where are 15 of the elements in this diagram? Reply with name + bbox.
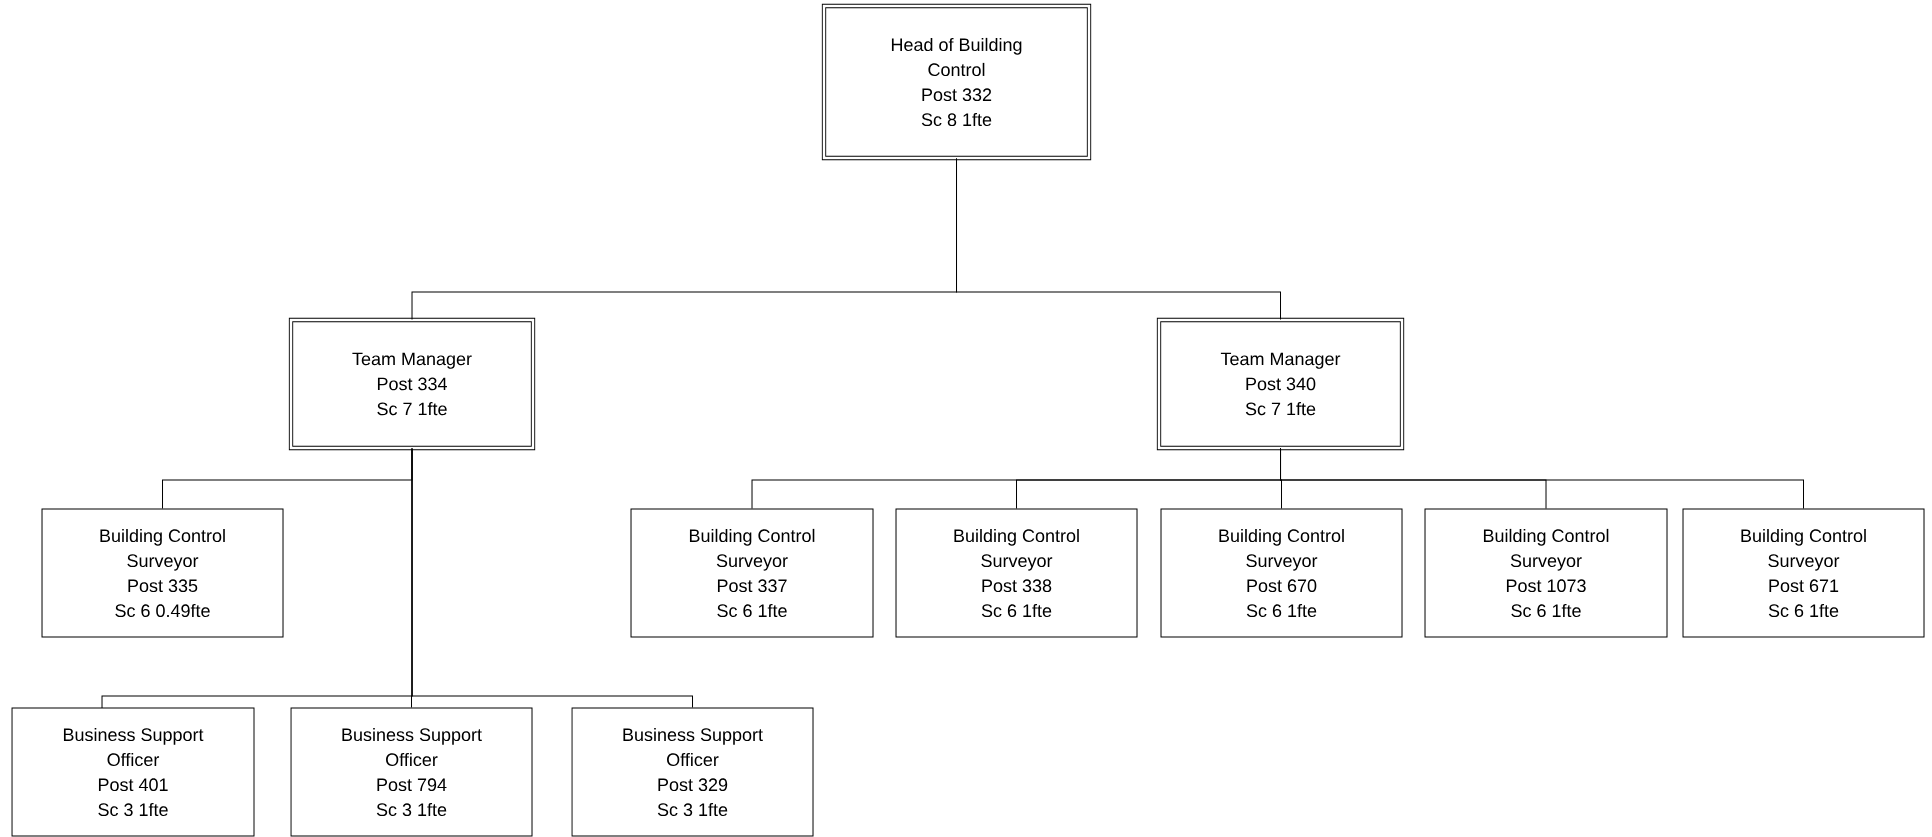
post-box: Head of Building Control Post 332 Sc 8 1fte: [821, 3, 1092, 161]
post-box: Team Manager Post 334 Sc 7 1fte: [288, 317, 536, 451]
post-box: Business Support Officer Post 794 Sc 3 1fte: [290, 707, 533, 837]
post-box: Building Control Surveyor Post 338 Sc 6 1fte: [895, 508, 1138, 638]
connector-line: [411, 447, 693, 708]
post-box: Business Support Officer Post 401 Sc 3 1fte: [11, 707, 255, 837]
connector-line: [1280, 447, 1804, 509]
post-box: Building Control Surveyor Post 670 Sc 6 1fte: [1160, 508, 1403, 638]
post-box: Building Control Surveyor Post 337 Sc 6 1fte: [630, 508, 874, 638]
post-box: Team Manager Post 340 Sc 7 1fte: [1156, 317, 1405, 451]
post-box: Business Support Officer Post 329 Sc 3 1fte: [571, 707, 814, 837]
post-box: Building Control Surveyor Post 671 Sc 6 1fte: [1682, 508, 1925, 638]
connector-line: [956, 157, 1281, 321]
post-box: Building Control Surveyor Post 1073 Sc 6 1fte: [1424, 508, 1668, 638]
post-box: Building Control Surveyor Post 335 Sc 6 0.49fte: [41, 508, 284, 638]
